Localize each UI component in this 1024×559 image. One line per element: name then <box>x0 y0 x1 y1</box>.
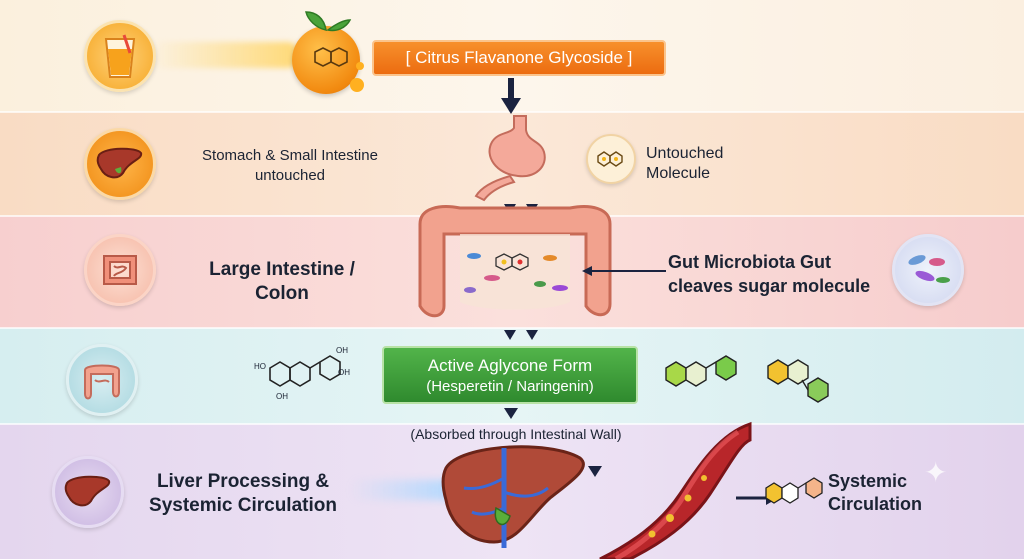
systemic-line1: Systemic <box>828 471 908 491</box>
liver-line2: Systemic Circulation <box>149 495 337 516</box>
arrow-down-icon <box>504 408 518 419</box>
mol-oh-label: OH <box>276 392 288 401</box>
glycoside-label: [ Citrus Flavanone Glycoside ] <box>372 40 666 76</box>
bubble <box>350 78 364 92</box>
molecule-icon <box>314 47 348 67</box>
liver-icon <box>84 128 156 200</box>
stomach-line2: untouched <box>254 167 326 184</box>
divider <box>0 423 1024 425</box>
intestine-icon <box>84 234 156 306</box>
bubble <box>356 62 364 70</box>
sparkle-icon: ✦ <box>924 457 948 488</box>
aglycone-line1: Active Aglycone Form <box>427 356 593 375</box>
colon-stage-text: Large Intestine / Colon <box>192 258 372 306</box>
mol-ho-label: HO <box>254 362 266 371</box>
untouched-line1: Untouched <box>646 145 724 162</box>
liver-line1: Liver Processing & <box>156 471 330 492</box>
light-beam <box>150 42 300 68</box>
microbiota-text: Gut Microbiota Gut cleaves sugar molecul… <box>668 250 870 298</box>
stomach-stage-text: Stomach & Small Intestine untouched <box>186 146 394 186</box>
aglycone-line2: (Hesperetin / Naringenin) <box>426 378 594 395</box>
hesperetin-molecule-icon <box>665 355 737 387</box>
microbiota-icon <box>892 234 964 306</box>
untouched-text: Untouched Molecule <box>646 144 723 184</box>
stomach-icon <box>474 115 546 202</box>
arrow-down-icon <box>588 466 602 477</box>
untouched-molecule-icon <box>586 134 636 184</box>
liver-icon <box>441 445 585 548</box>
arrow-down-icon <box>501 78 521 114</box>
small-arrows-icon <box>504 330 538 340</box>
naringenin-molecule-icon <box>767 359 829 403</box>
microbiota-line2: cleaves sugar molecule <box>668 276 871 296</box>
aglycone-box: Active Aglycone Form (Hesperetin / Narin… <box>382 346 638 404</box>
arrow-left-icon <box>582 266 666 276</box>
flavonoid-molecule-icon <box>765 477 823 504</box>
glycoside-text: Citrus Flavanone Glycoside <box>415 48 623 67</box>
untouched-line2: Molecule <box>646 165 711 182</box>
orange-fruit-icon <box>292 26 360 94</box>
colon-icon <box>418 205 612 318</box>
divider <box>0 327 1024 329</box>
mol-oh-label: OH <box>336 346 348 355</box>
blood-vessel-icon <box>599 421 752 559</box>
colon-stage-icon <box>66 344 138 416</box>
orange-leaf-icon <box>305 11 352 32</box>
absorbed-text: (Absorbed through Intestinal Wall) <box>410 426 622 442</box>
microbiota-line1: Gut Microbiota Gut <box>668 252 831 272</box>
colon-line2: Colon <box>255 283 309 304</box>
juice-glass-icon <box>84 20 156 92</box>
flavonoid-molecule-icon <box>269 355 341 387</box>
mol-oh-label: OH <box>338 368 350 377</box>
liver-stage-text: Liver Processing & Systemic Circulation <box>138 470 348 518</box>
liver-stage-icon <box>52 456 124 528</box>
stomach-line1: Stomach & Small Intestine <box>202 147 378 164</box>
systemic-line2: Circulation <box>828 494 923 514</box>
light-streak <box>350 480 460 500</box>
systemic-text: Systemic Circulation <box>828 470 922 516</box>
colon-line1: Large Intestine / <box>209 259 355 280</box>
